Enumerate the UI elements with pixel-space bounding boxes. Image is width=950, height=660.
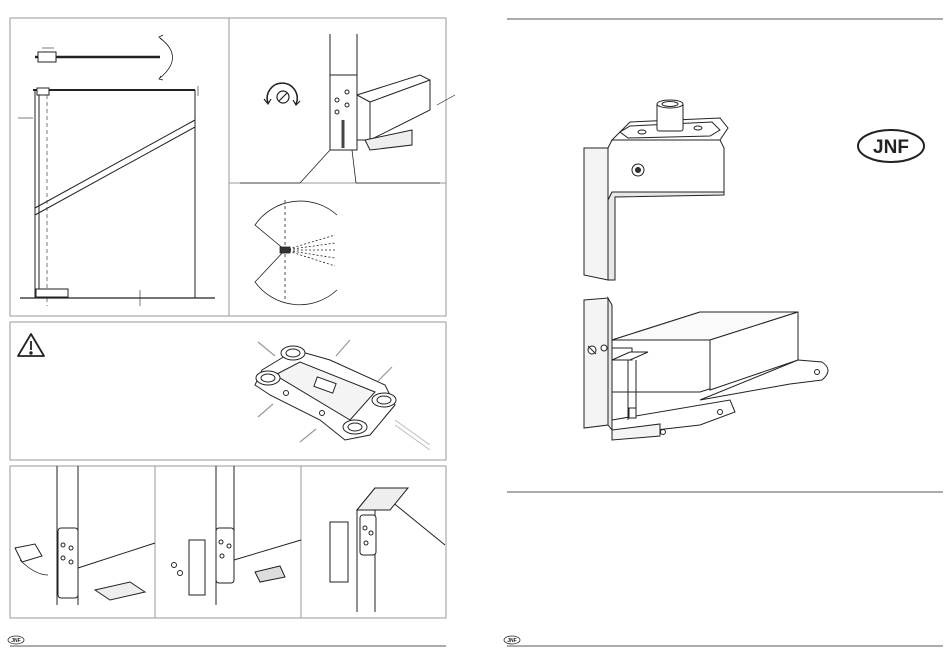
closer-adjust-detail — [240, 34, 455, 183]
top-panel-frame — [10, 18, 446, 316]
brand-logo: JNF — [858, 130, 924, 162]
angle-arc-upper — [255, 201, 337, 250]
footer-logo-left-text: JNF — [11, 638, 20, 644]
brace-upper — [35, 120, 195, 208]
angle-arc-lower — [255, 250, 337, 305]
floor-closer — [36, 289, 68, 297]
install-step-2 — [172, 466, 302, 605]
rotate-adjust-icon — [264, 83, 300, 105]
brace-lower — [35, 127, 195, 215]
pointer-left — [300, 150, 330, 183]
door-elevation-diagram — [18, 35, 215, 306]
pivot-point — [280, 247, 290, 253]
opening-angle-diagram — [255, 200, 337, 305]
brand-logo-text: JNF — [873, 137, 909, 158]
mounting-plate-diagram — [255, 340, 430, 450]
floor-closer-product — [584, 298, 828, 440]
footer-logo-left: JNF — [8, 636, 24, 644]
closer-body — [357, 75, 430, 140]
top-pivot — [37, 88, 49, 95]
footer-logo-right-text: JNF — [507, 638, 516, 644]
install-step-1 — [15, 466, 155, 605]
warning-icon — [18, 334, 44, 356]
install-step-3 — [330, 488, 445, 612]
pivot-plan — [38, 52, 56, 62]
pointer-right — [352, 150, 356, 183]
top-pivot-product — [584, 100, 728, 280]
swing-arc — [160, 38, 173, 78]
footer-logo-right: JNF — [504, 636, 520, 644]
